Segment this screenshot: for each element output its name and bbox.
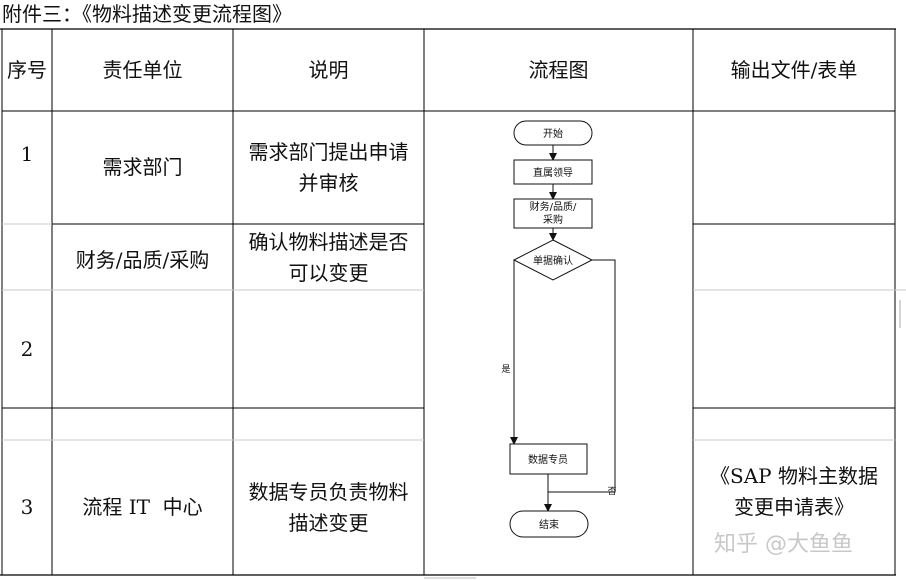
flow-leader-label: 直属领导 [533, 166, 573, 179]
flow-dept-label-1: 财务/品质/ [530, 200, 577, 213]
flow-no-label: 否 [607, 486, 616, 497]
row1-desc-line1: 需求部门提出申请 [248, 139, 409, 164]
row1-desc-line2: 并审核 [298, 170, 359, 195]
row3-unit: 流程 IT 中心 [82, 495, 203, 519]
flow-decision-label: 单据确认 [533, 254, 573, 267]
row3-seq: 3 [20, 495, 34, 519]
flow-dept-label-2: 采购 [543, 213, 563, 226]
row2-desc: 确认物料描述是否 可以变更 [233, 226, 424, 290]
header-output-doc: 输出文件/表单 [730, 57, 858, 82]
flow-end-node [509, 510, 589, 538]
row2-desc-line1: 确认物料描述是否 [248, 230, 409, 254]
watermark: 知乎 @大鱼鱼 [714, 532, 853, 557]
row1-desc: 需求部门提出申请 并审核 [233, 111, 424, 224]
row3-desc-line1: 数据专员负责物料 [248, 479, 409, 504]
flow-dept-node [513, 198, 593, 229]
row2-desc-line2: 可以变更 [288, 261, 369, 285]
flow-decision-node [512, 239, 594, 281]
row3-output: 《SAP 物料主数据 变更申请表》 [693, 444, 895, 540]
page-caption: 附件三：《物料描述变更流程图》 [2, 2, 292, 26]
flow-end-label: 结束 [539, 518, 559, 531]
flow-yes-label: 是 [501, 364, 510, 375]
row3-desc-line2: 描述变更 [288, 510, 369, 535]
row1-unit: 需求部门 [102, 155, 183, 179]
flow-data-clerk-label: 数据专员 [528, 453, 568, 466]
row2-seq: 2 [20, 336, 34, 361]
row3-output-line1: 《SAP 物料主数据 [710, 464, 878, 488]
row3-desc: 数据专员负责物料 描述变更 [233, 440, 424, 575]
header-seq: 序号 [7, 57, 47, 82]
row2-unit: 财务/品质/采购 [75, 247, 210, 272]
flow-start-label: 开始 [543, 127, 563, 140]
header-flowchart: 流程图 [528, 57, 589, 82]
row1-seq: 1 [20, 141, 34, 166]
header-responsible-unit: 责任单位 [102, 57, 183, 82]
header-description: 说明 [308, 57, 349, 82]
row3-output-line2: 变更申请表》 [734, 495, 854, 519]
